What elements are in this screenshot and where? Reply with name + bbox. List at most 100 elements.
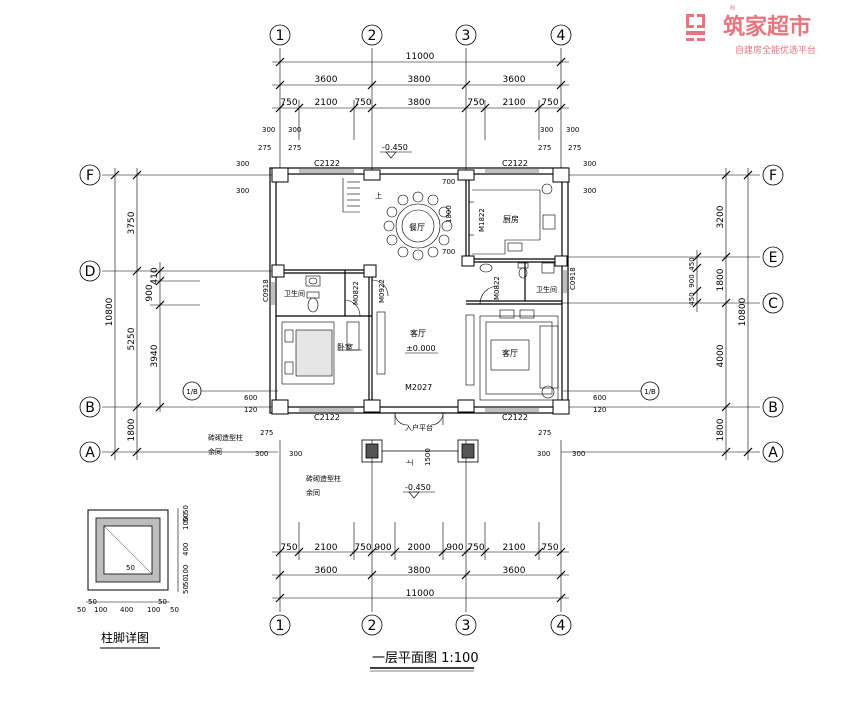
window-label-c0918: C0918 <box>262 279 270 302</box>
door-label-m0822: M0822 <box>352 281 360 305</box>
axis-lines <box>102 48 760 612</box>
walls <box>269 167 569 414</box>
window-label-c2122: C2122 <box>314 413 340 422</box>
axis-bubble-left-F: F <box>79 164 101 186</box>
registered-mark: ® <box>729 4 736 12</box>
dim-label: 2100 <box>315 98 338 108</box>
dim-label: 300 <box>288 126 301 134</box>
axis-label: 1 <box>276 618 285 634</box>
door-label-m0922: M0922 <box>378 279 386 303</box>
window-label-c2122: C2122 <box>314 159 340 168</box>
dim-label: 300 <box>289 450 302 458</box>
brand-mark-icon <box>686 14 705 41</box>
axis-bubble-bottom-4: 4 <box>550 614 572 636</box>
kitchen-counter <box>472 183 556 255</box>
room-label-living: 客厅 <box>502 348 518 358</box>
top-column-callouts: 300 300 275 275 300 300 275 275 300 300 … <box>236 126 596 195</box>
dim-label: 1500 <box>424 448 432 466</box>
dim-label: 50 <box>182 577 190 586</box>
dim-label: 3800 <box>408 75 431 85</box>
dim-label: 300 <box>537 450 550 458</box>
axis-bubble-left-A: A <box>79 441 101 463</box>
elevation-living: ±0.000 <box>406 344 436 353</box>
dim-label: 300 <box>255 450 268 458</box>
dim-label: 750 <box>467 98 484 108</box>
axis-bubble-bottom-3: 3 <box>455 614 477 636</box>
dim-label: 50 <box>182 585 190 594</box>
axis-label: B <box>85 400 95 416</box>
room-label-dining: 餐厅 <box>409 223 425 232</box>
axis-bubble-right-B: B <box>762 396 784 418</box>
columns <box>271 167 570 415</box>
axis-label: A <box>768 445 778 461</box>
windows <box>271 169 567 412</box>
axis-bubble-bottom-1: 1 <box>269 614 291 636</box>
dim-label: 400 <box>120 606 133 614</box>
living-room-furniture <box>465 309 559 401</box>
axis-label: F <box>86 168 94 184</box>
room-label-bedroom: 卧室 <box>337 342 353 352</box>
doors <box>345 201 499 426</box>
dim-label: 100 <box>182 517 190 530</box>
brand-tagline: 自建房全能优选平台 <box>735 44 816 56</box>
dim-label: 50 <box>158 598 167 606</box>
entry-platform <box>361 439 479 463</box>
axis-label: F <box>769 168 777 184</box>
dim-label: 750 <box>280 98 297 108</box>
dim-label: 700 <box>442 248 455 256</box>
dim-top-total: 11000 <box>406 52 435 62</box>
dim-label: 3800 <box>408 98 431 108</box>
dim-label: 3600 <box>503 75 526 85</box>
window-label-c0918: C0918 <box>569 267 577 290</box>
dim-label: 300 <box>566 126 579 134</box>
dim-label: 120 <box>593 406 606 414</box>
axis-label: 2 <box>368 28 377 44</box>
elevation-outside-top: -0.450 <box>382 143 408 152</box>
dim-label: 1800 <box>716 268 726 291</box>
dim-label: 100 <box>94 606 107 614</box>
dim-label: 3200 <box>716 205 726 228</box>
dim-label: 300 <box>236 187 249 195</box>
dim-label: 3800 <box>408 566 431 576</box>
axis-label: 1 <box>276 28 285 44</box>
dim-label: 450 <box>688 257 696 270</box>
axis-label: 1/B <box>186 388 198 396</box>
axis-label: D <box>85 264 96 280</box>
dim-label: 50 <box>126 564 135 572</box>
dim-label: 750 <box>354 98 371 108</box>
door-label-m2027: M2027 <box>405 383 432 392</box>
top-dimensions <box>272 57 569 140</box>
axis-label: 3 <box>462 28 471 44</box>
dim-label: 750 <box>280 543 297 553</box>
dim-label: 3750 <box>127 211 137 234</box>
stair-up-label: 上 <box>375 191 382 200</box>
dim-label: 300 <box>540 126 553 134</box>
brand-name: 筑家超市 <box>723 14 811 40</box>
dim-label: 275 <box>568 144 581 152</box>
axis-bubble-bottom-2: 2 <box>361 614 383 636</box>
axis-label: E <box>769 250 778 266</box>
axis-bubble-right-C: C <box>762 292 784 314</box>
door-label-m0822: M0822 <box>493 276 501 300</box>
column-note: 砖砌造型柱 <box>208 433 243 442</box>
dim-label: 2100 <box>503 98 526 108</box>
bottom-column-callouts: 300 300 300 300 275 275 600 600 120 120 <box>244 394 606 458</box>
window-label-c2122: C2122 <box>502 159 528 168</box>
dim-label: 750 <box>541 98 558 108</box>
dim-label: 1800 <box>716 418 726 441</box>
axis-bubble-right-F: F <box>762 164 784 186</box>
dim-label: 3600 <box>315 75 338 85</box>
room-label-bath-left: 卫生间 <box>284 289 305 298</box>
drawing-title: 一层平面图 1:100 <box>372 651 479 666</box>
axis-bubble-left-D: D <box>79 260 101 282</box>
dim-label: 50 <box>77 606 86 614</box>
dim-label: 100 <box>182 565 190 578</box>
dim-label: 300 <box>262 126 275 134</box>
axis-bubble-left-B: B <box>79 396 101 418</box>
bathroom-right-fixtures <box>479 262 555 279</box>
dim-label: 300 <box>583 187 596 195</box>
axis-bubble-top-2: 2 <box>361 24 383 46</box>
axis-label: C <box>768 296 778 312</box>
